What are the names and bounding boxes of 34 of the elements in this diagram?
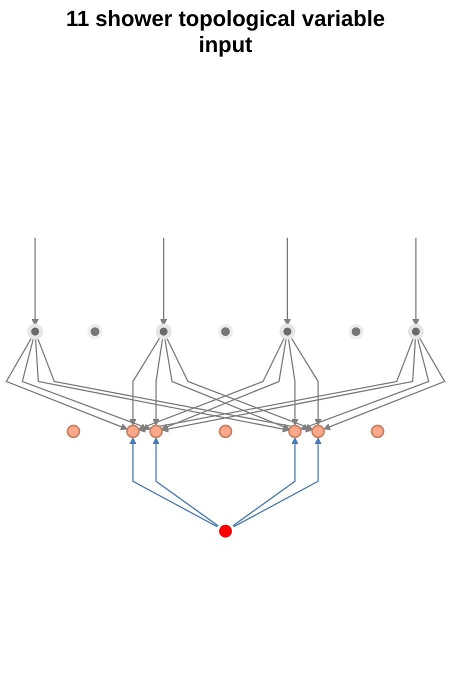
arrow: [233, 437, 322, 528]
arrow: [5, 336, 128, 430]
node-dot: [348, 324, 364, 340]
node-dot: [87, 324, 103, 340]
arrow: [160, 238, 168, 326]
arrow: [22, 337, 151, 430]
node-dot: [370, 424, 384, 438]
arrow: [152, 437, 218, 526]
arrow: [412, 238, 420, 326]
node-circle: [126, 424, 140, 438]
arrow: [288, 337, 298, 426]
arrow: [138, 336, 286, 430]
arrow: [129, 437, 218, 528]
node-circle: [27, 324, 44, 340]
node-circle: [279, 324, 296, 340]
node-circle: [311, 424, 325, 438]
input-caption: 11 shower topological variable input: [64, 6, 386, 58]
node-circle: [156, 324, 172, 340]
node-circle: [219, 524, 232, 538]
node-dot: [218, 424, 232, 438]
arrow: [323, 336, 446, 430]
arrow: [232, 437, 298, 526]
node-circle: [149, 424, 163, 438]
arrow: [300, 337, 430, 430]
node-dot: [218, 324, 234, 340]
node-circle: [408, 324, 424, 340]
arrow: [290, 336, 322, 426]
node-dot: [66, 424, 80, 438]
arrow: [166, 336, 313, 430]
arrow: [284, 238, 291, 326]
node-circle: [288, 424, 302, 438]
arrow: [152, 337, 164, 426]
arrow: [32, 238, 39, 326]
arrow: [129, 336, 162, 426]
